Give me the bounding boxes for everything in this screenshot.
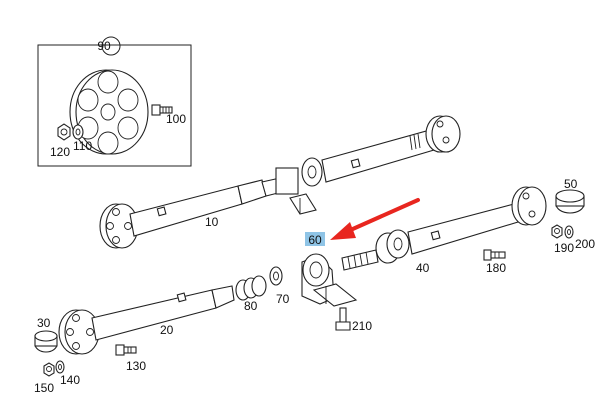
nut-150-washer-140-parts: 150 140 [34, 360, 80, 395]
driveshaft-10-upper: 10 [99, 115, 461, 249]
callout-90-circle [101, 36, 121, 56]
bolt-180-part: 180 [483, 249, 506, 275]
bushing-50-part: 50 [555, 177, 585, 214]
callout-110: 110 [73, 139, 92, 153]
callout-60-highlight [305, 232, 325, 246]
bolt-100-part [151, 104, 173, 116]
bushing-30-part: 30 [34, 316, 58, 353]
driveshaft-40-rear: 40 [341, 186, 547, 275]
center-bearing-60-part: 60 [301, 232, 358, 307]
callout-90: 90 [97, 39, 111, 53]
callout-20: 20 [160, 323, 174, 337]
callout-60: 60 [308, 233, 322, 247]
callout-120: 120 [50, 145, 70, 159]
callout-200: 200 [575, 237, 595, 251]
washer-110-part [72, 124, 84, 140]
callout-50: 50 [564, 177, 578, 191]
callout-150: 150 [34, 381, 54, 395]
callout-130: 130 [126, 359, 146, 373]
red-pointer-arrow [330, 198, 420, 240]
flex-disc-part [69, 69, 149, 155]
inset-flex-disc-detail: 90 100 120 110 [37, 36, 192, 167]
driveshaft-20-lower: 20 [58, 285, 235, 355]
callout-70: 70 [276, 292, 290, 306]
callout-30: 30 [37, 316, 51, 330]
callout-190: 190 [554, 241, 574, 255]
callout-40: 40 [416, 261, 430, 275]
callout-80: 80 [244, 299, 258, 313]
callout-140: 140 [60, 373, 80, 387]
bolt-130-part: 130 [115, 344, 146, 373]
bolt-210-part: 210 [335, 307, 372, 333]
rubber-boot-80-part: 80 [235, 275, 267, 313]
nut-120-part [57, 123, 71, 141]
seal-ring-70-part: 70 [269, 266, 290, 306]
callout-210: 210 [352, 319, 372, 333]
callout-10: 10 [205, 215, 219, 229]
nut-190-washer-200-parts: 190 200 [551, 224, 595, 255]
callout-100: 100 [166, 112, 186, 126]
callout-180: 180 [486, 261, 506, 275]
